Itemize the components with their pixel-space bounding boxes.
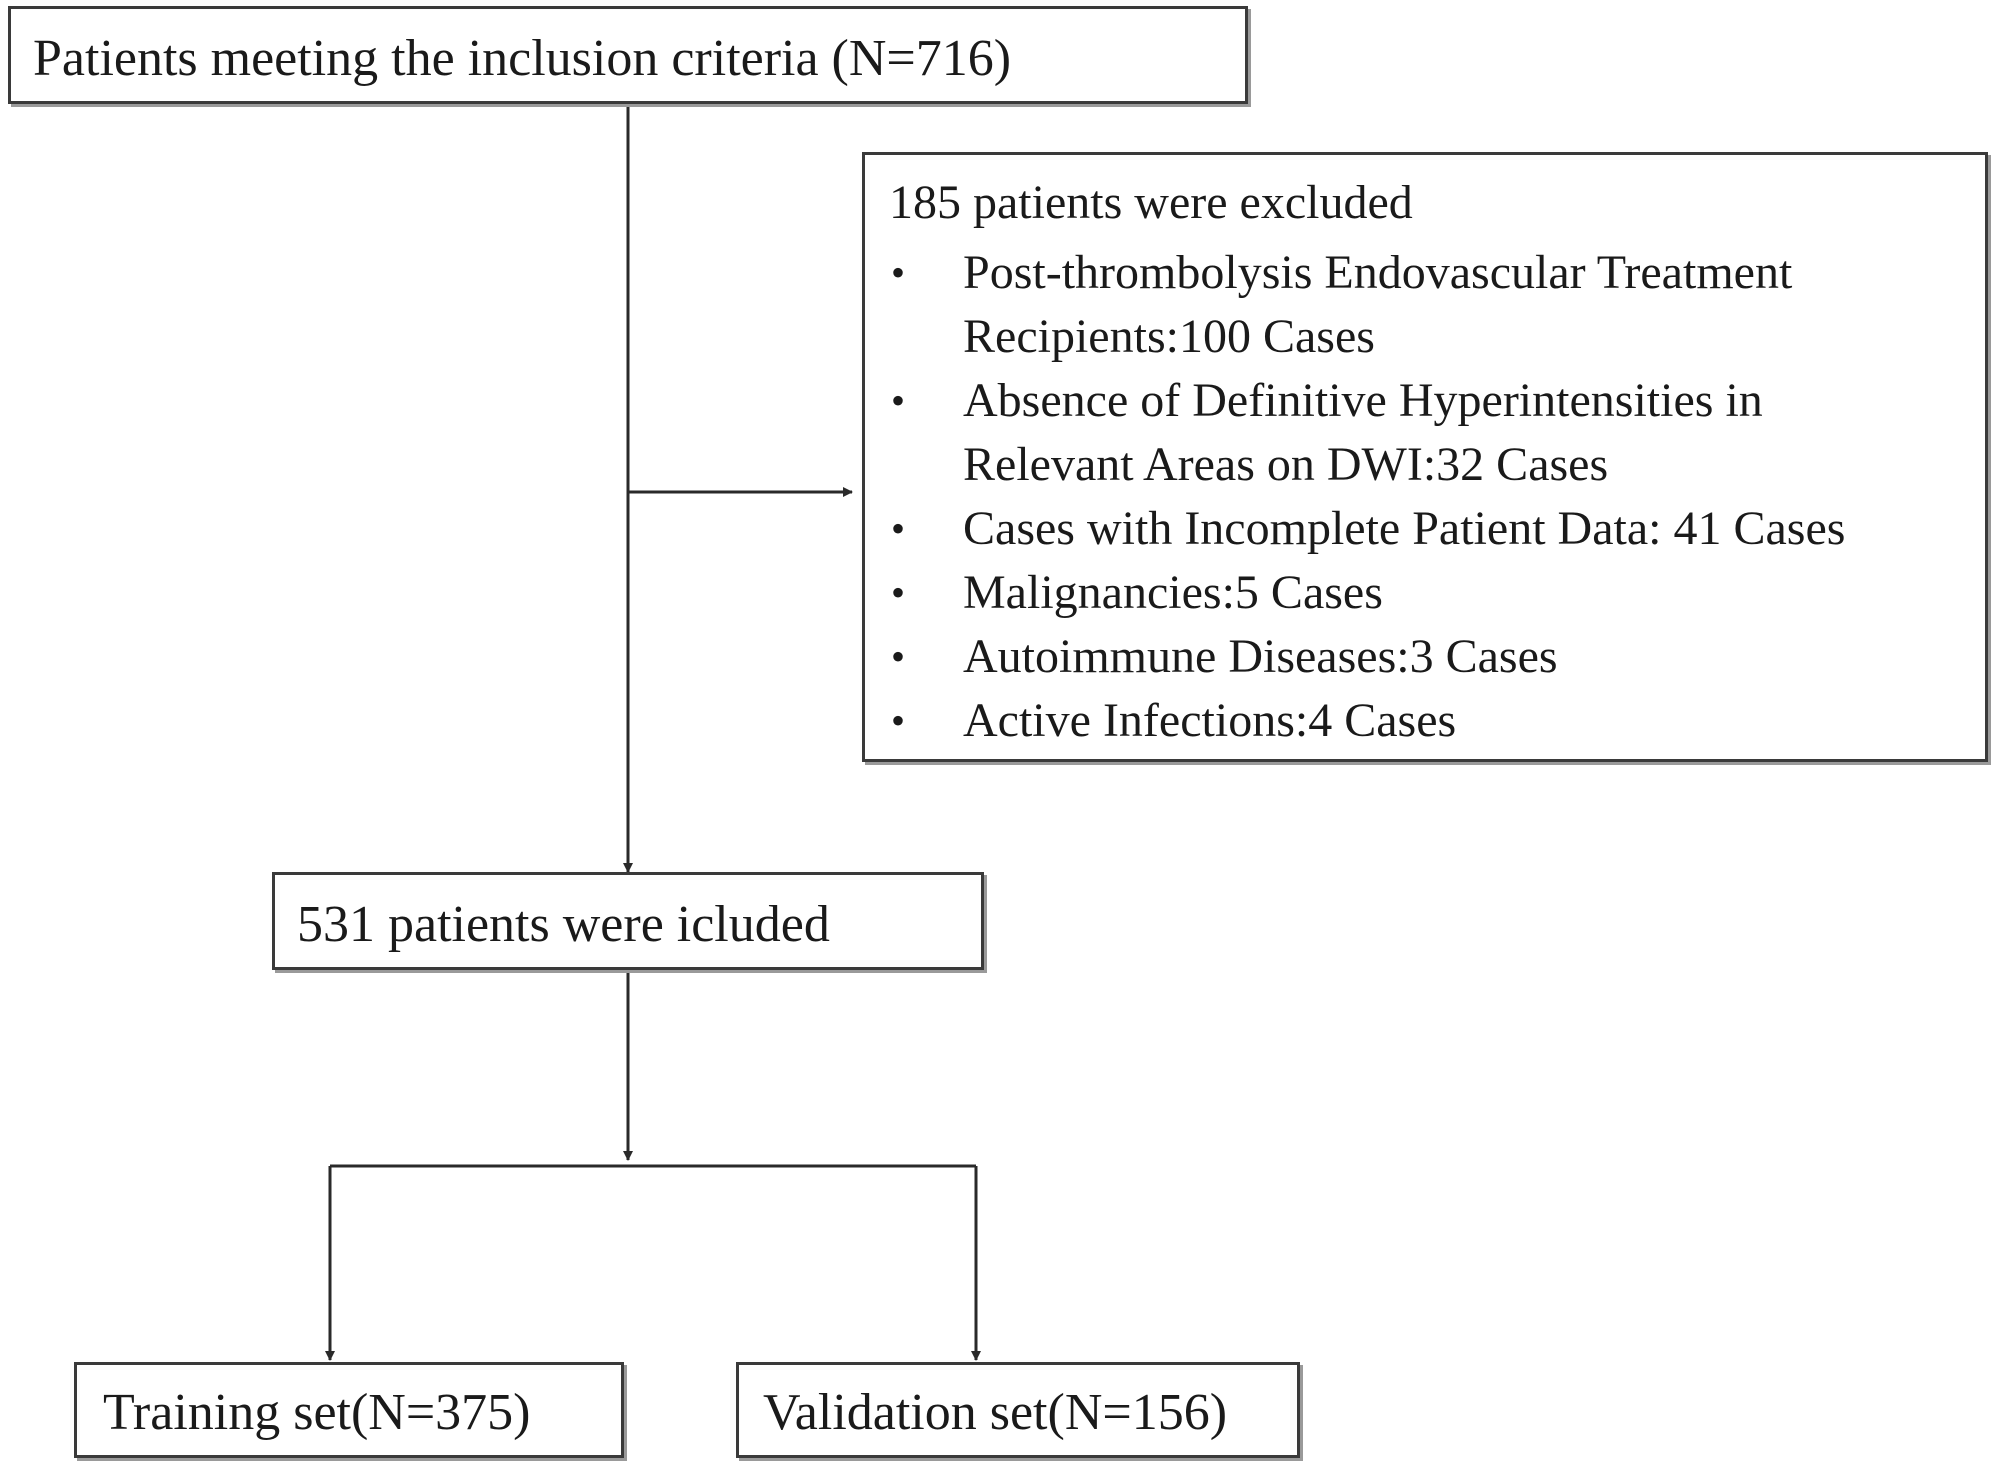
exclusion-item: • Post-thrombolysis Endovascular Treatme… [865, 241, 1845, 369]
exclusion-item: • Autoimmune Diseases:3 Cases [865, 625, 1845, 689]
training-set-label: Training set(N=375) [103, 1384, 531, 1441]
exclusion-item-text: Active Infections:4 Cases [963, 694, 1457, 747]
exclusion-list: • Post-thrombolysis Endovascular Treatme… [865, 241, 1845, 753]
exclusion-item-text: Autoimmune Diseases:3 Cases [963, 630, 1558, 683]
exclusion-item-text: Cases with Incomplete Patient Data: 41 C… [963, 502, 1846, 555]
exclusion-item: • Malignancies:5 Cases [865, 561, 1845, 625]
validation-set-label: Validation set(N=156) [763, 1384, 1228, 1441]
exclusion-item-text-continued: Relevant Areas on DWI:32 Cases [963, 438, 1609, 491]
bullet-icon: • [891, 570, 906, 615]
training-set-box: Training set(N=375) [74, 1362, 624, 1458]
excluded-title: 185 patients were excluded [889, 176, 1413, 229]
included-label: 531 patients were icluded [297, 896, 830, 953]
bullet-icon: • [891, 698, 906, 743]
validation-set-box: Validation set(N=156) [736, 1362, 1300, 1458]
inclusion-box: Patients meeting the inclusion criteria … [8, 6, 1248, 104]
bullet-icon: • [891, 634, 906, 679]
exclusion-item-text: Post-thrombolysis Endovascular Treatment [963, 246, 1793, 299]
exclusion-item-text: Malignancies:5 Cases [963, 566, 1383, 619]
exclusion-item-text: Absence of Definitive Hyperintensities i… [963, 374, 1763, 427]
inclusion-label: Patients meeting the inclusion criteria … [33, 30, 1012, 87]
exclusion-item-text-continued: Recipients:100 Cases [963, 310, 1375, 363]
bullet-icon: • [891, 250, 906, 295]
exclusion-item: • Absence of Definitive Hyperintensities… [865, 369, 1845, 497]
exclusion-item: • Cases with Incomplete Patient Data: 41… [865, 497, 1845, 561]
bullet-icon: • [891, 378, 906, 423]
included-box: 531 patients were icluded [272, 872, 984, 970]
excluded-box: 185 patients were excluded • Post-thromb… [862, 152, 1988, 762]
bullet-icon: • [891, 506, 906, 551]
exclusion-item: • Active Infections:4 Cases [865, 689, 1845, 753]
